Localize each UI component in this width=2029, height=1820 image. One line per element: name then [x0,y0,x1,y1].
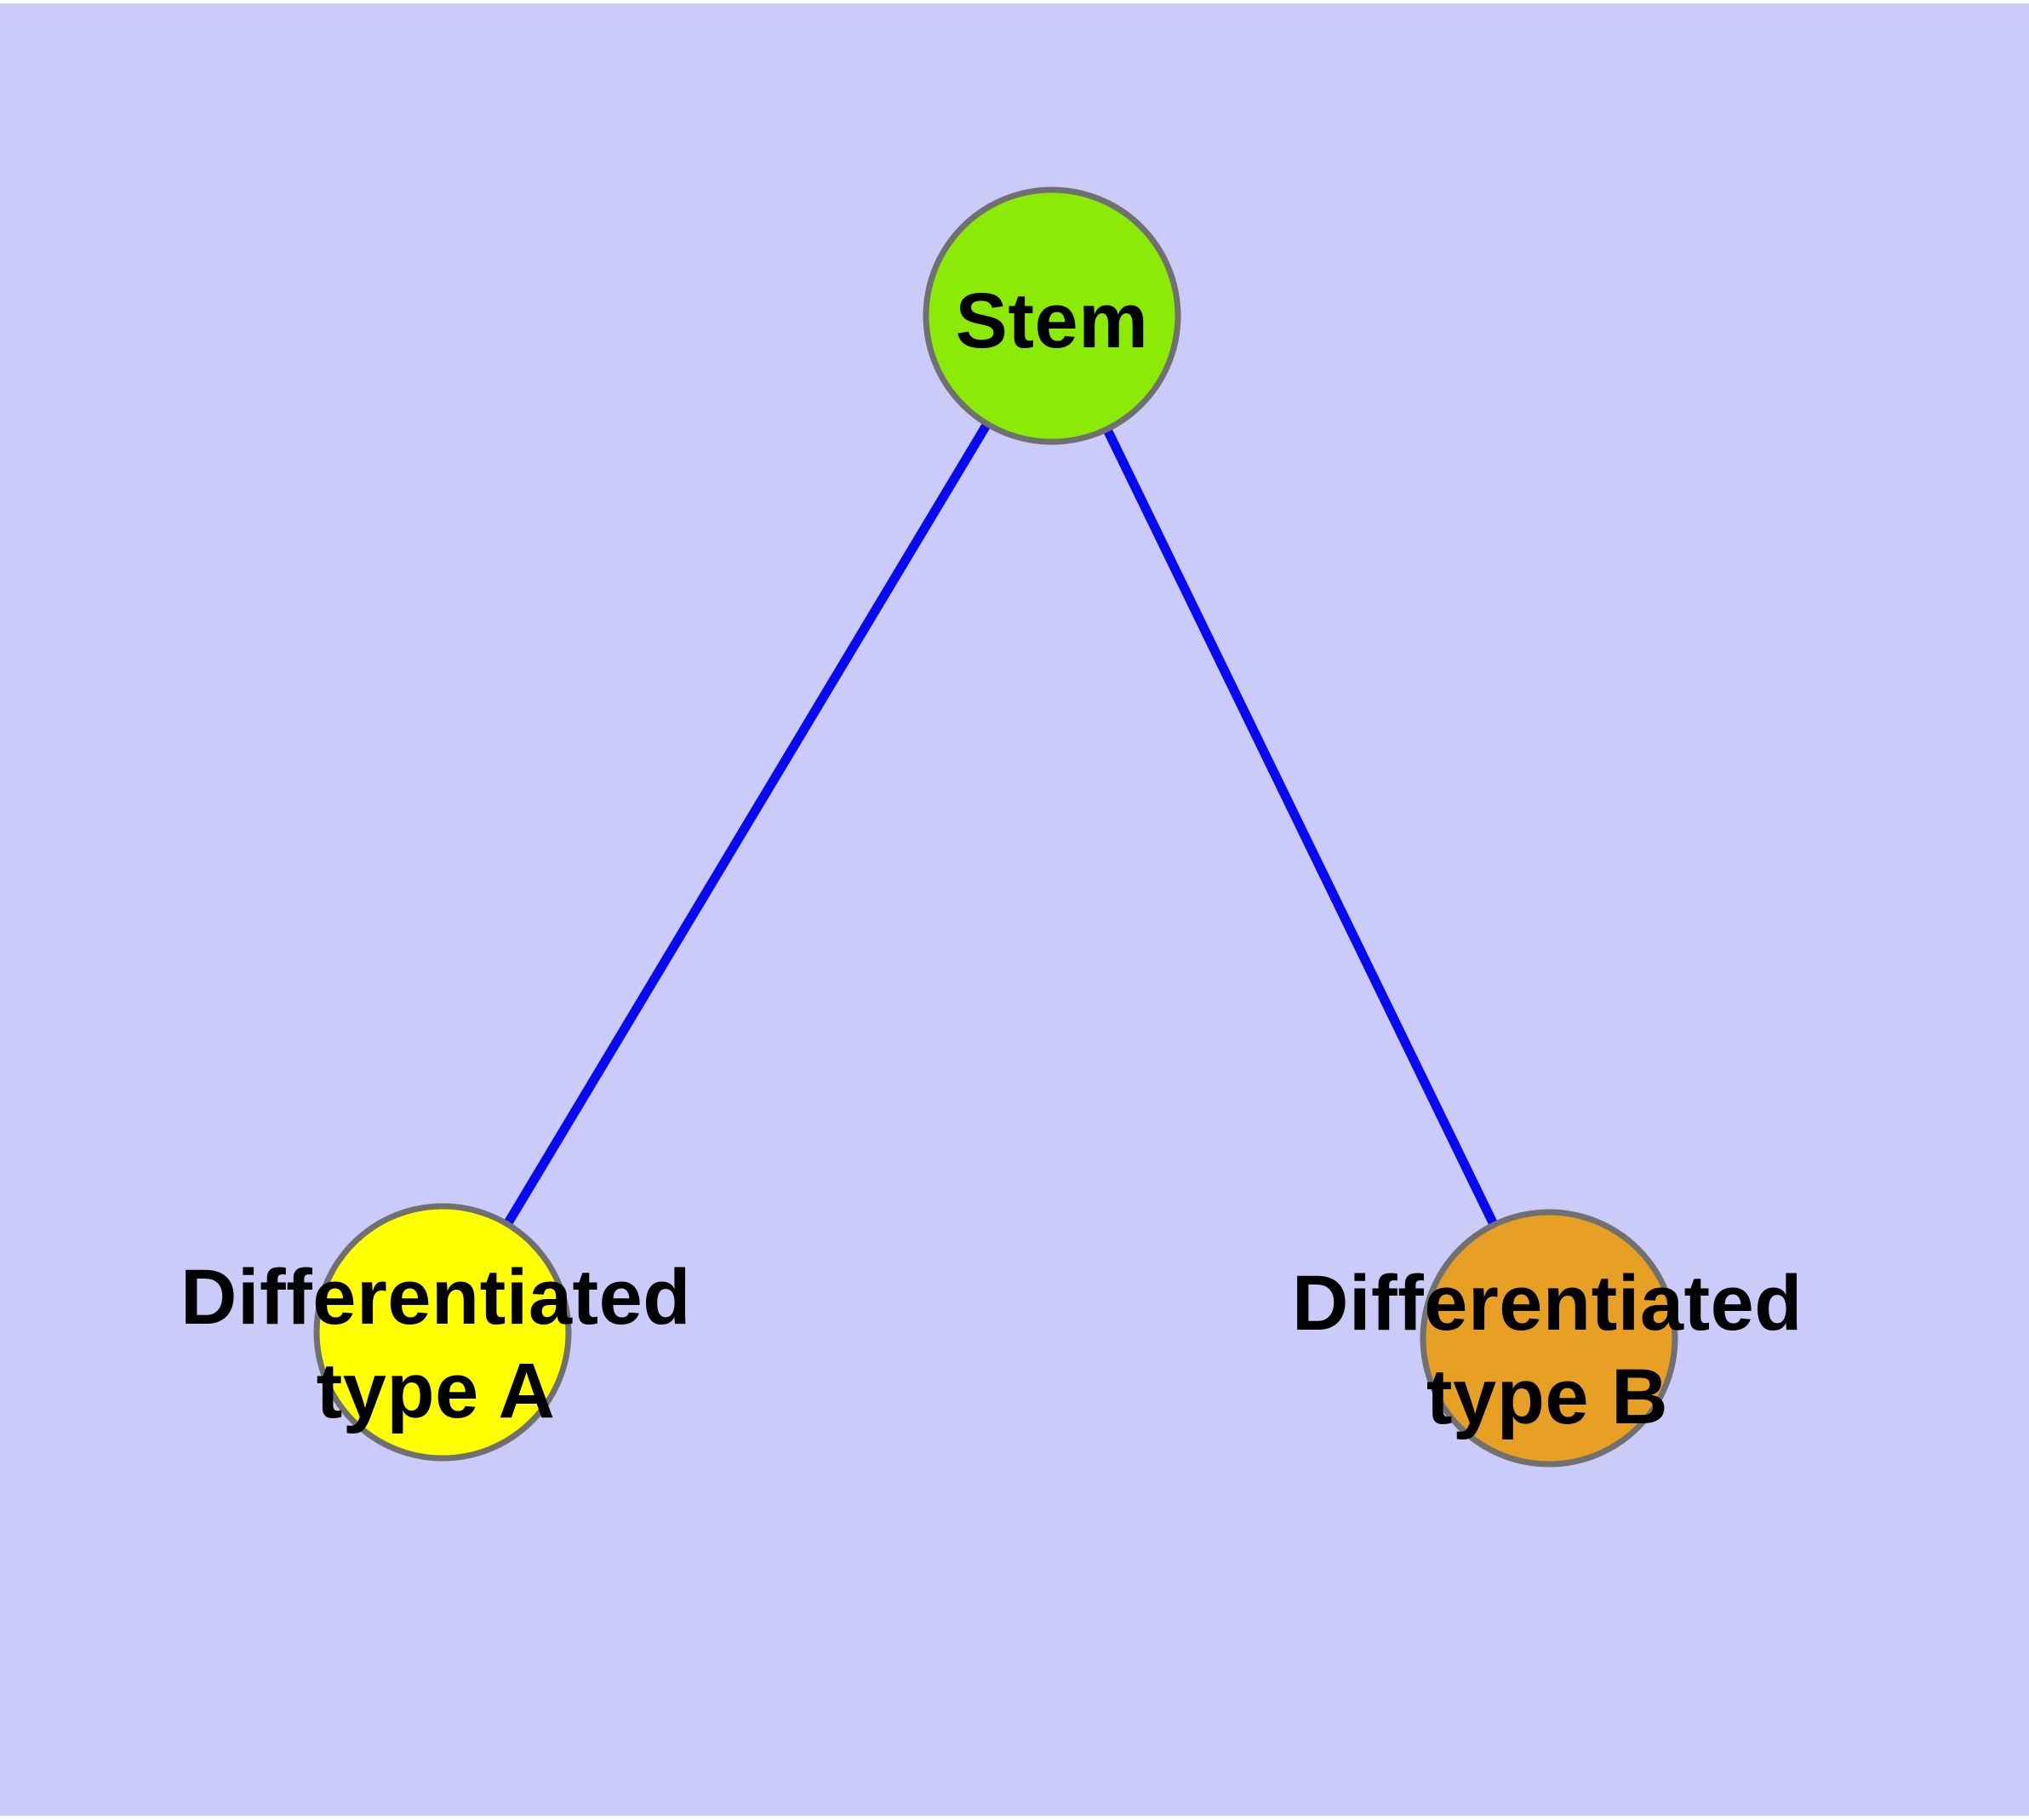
edge-stem-to-type-a [438,313,1056,1335]
node-label-differentiated-type-b: Differentiated type B [1292,1256,1803,1444]
label-line-1: Differentiated [1292,1260,1803,1347]
edge-stem-to-type-b [1048,313,1553,1341]
node-stem [923,186,1181,445]
node-differentiated-type-b [1420,1209,1678,1468]
node-label-stem: Stem [955,278,1149,364]
node-differentiated-type-a [313,1203,572,1462]
node-label-differentiated-type-a: Differentiated type A [180,1251,691,1438]
label-line-2: type A [316,1348,556,1434]
label-line-2: type B [1426,1354,1669,1440]
label-line-1: Differentiated [180,1254,691,1341]
